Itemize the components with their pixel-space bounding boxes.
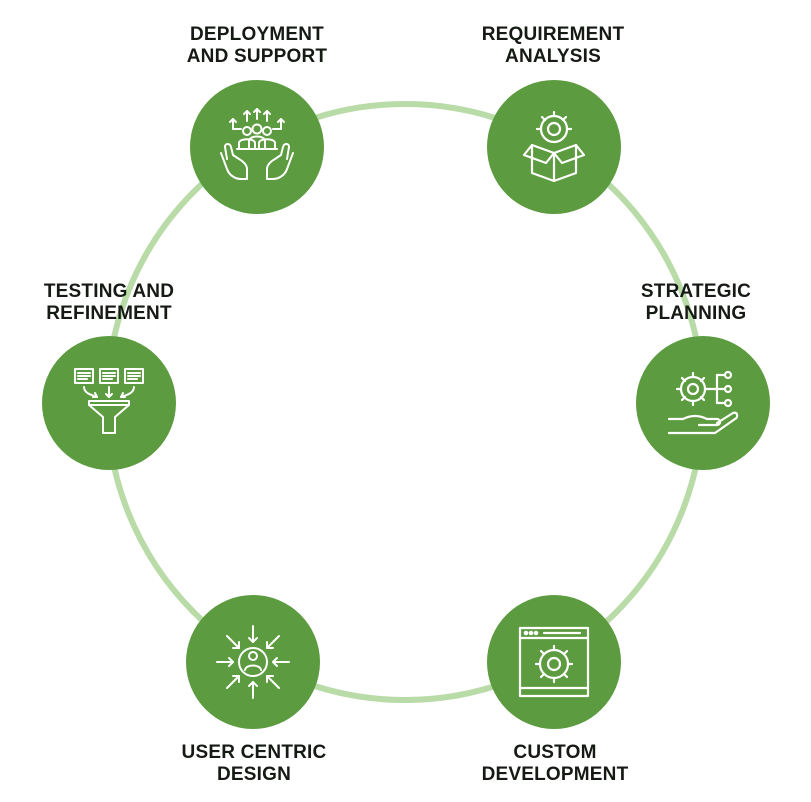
- step-label-user-centric-design: USER CENTRIC DESIGN: [181, 742, 327, 785]
- box-gear-icon: [522, 110, 586, 183]
- step-node-deployment-and-support: [190, 80, 324, 214]
- documents-funnel-icon: [74, 368, 144, 434]
- hands-team-icon: [220, 108, 294, 180]
- browser-gear-icon: [518, 626, 590, 698]
- step-node-strategic-planning: [636, 336, 770, 470]
- step-node-user-centric-design: [186, 595, 320, 729]
- user-arrows-icon: [216, 625, 290, 699]
- step-label-strategic-planning: STRATEGIC PLANNING: [640, 281, 752, 324]
- step-label-testing-and-refinement: TESTING AND REFINEMENT: [43, 281, 175, 324]
- step-label-deployment-and-support: DEPLOYMENT AND SUPPORT: [186, 24, 328, 67]
- step-node-requirement-analysis: [487, 80, 621, 214]
- step-label-custom-development: CUSTOM DEVELOPMENT: [481, 742, 629, 785]
- hand-gear-network-icon: [667, 370, 739, 435]
- step-node-testing-and-refinement: [42, 336, 176, 470]
- step-node-custom-development: [487, 595, 621, 729]
- step-label-requirement-analysis: REQUIREMENT ANALYSIS: [481, 24, 625, 67]
